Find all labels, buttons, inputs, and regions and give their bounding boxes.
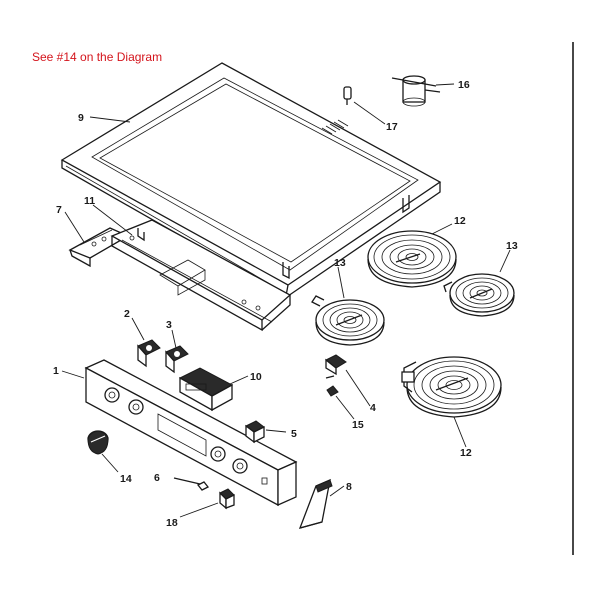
clock-part-10 (178, 367, 234, 412)
clip-part-15 (325, 375, 339, 397)
cooktop-frame-part-9 (60, 62, 442, 298)
callout-12-top: 12 (454, 215, 466, 227)
callout-1: 1 (53, 365, 59, 377)
callout-labels: 9 11 7 12 13 13 16 17 2 3 1 10 4 15 5 12… (53, 79, 518, 529)
small-element-part-13-right (443, 273, 515, 317)
callout-3: 3 (166, 319, 172, 331)
small-element-part-13-left (311, 295, 385, 346)
callout-9: 9 (78, 112, 84, 124)
callout-13-left: 13 (334, 257, 346, 269)
callout-6: 6 (154, 472, 160, 484)
switch-part-18 (219, 488, 235, 510)
knob-part-2 (137, 339, 161, 368)
limiter-part-16 (391, 75, 441, 107)
callout-5: 5 (291, 428, 297, 440)
callout-4: 4 (370, 402, 376, 414)
callout-15: 15 (352, 419, 364, 431)
knob-part-3 (165, 345, 189, 374)
knob-part-14 (87, 430, 109, 455)
lamp-part-17 (343, 86, 352, 105)
callout-18: 18 (166, 517, 178, 529)
end-cap-part-8 (298, 478, 333, 529)
callout-17: 17 (386, 121, 398, 133)
large-element-part-12-top (367, 230, 457, 288)
large-element-part-12-bottom (401, 356, 502, 418)
screw-part-6 (173, 477, 210, 491)
callout-10: 10 (250, 371, 262, 383)
bracket-part-4 (325, 354, 347, 376)
control-panel-part-1 (84, 359, 298, 507)
rear-channel-part-11 (110, 219, 292, 332)
callout-11: 11 (84, 195, 95, 207)
callout-13-right: 13 (506, 240, 518, 252)
callout-16: 16 (458, 79, 470, 91)
callout-8: 8 (346, 481, 352, 493)
switch-part-5 (245, 420, 265, 444)
leader-lines (61, 83, 511, 518)
callout-14: 14 (120, 473, 132, 485)
callout-2: 2 (124, 308, 130, 320)
callout-7: 7 (56, 204, 62, 216)
diagram-note: See #14 on the Diagram (32, 50, 163, 64)
callout-12-bottom: 12 (460, 447, 472, 459)
